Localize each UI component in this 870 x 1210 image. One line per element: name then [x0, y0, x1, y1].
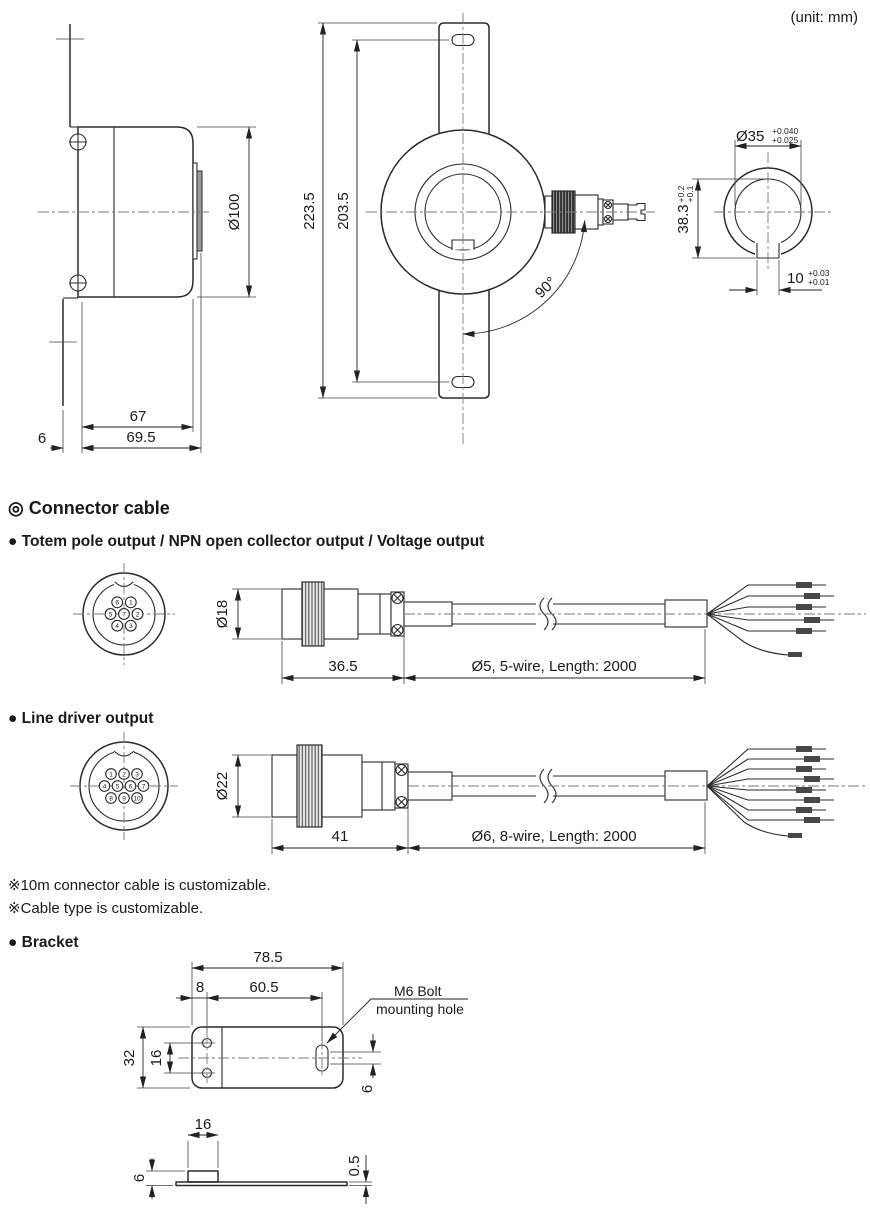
- svg-text:1: 1: [129, 600, 133, 607]
- dim-hole-pitch: 16: [148, 1050, 165, 1067]
- svg-text:9: 9: [122, 795, 126, 802]
- bracket-side-view: 16 6 0.5: [131, 1116, 372, 1204]
- key-height-tol-upper: +0.2: [676, 185, 686, 202]
- note-2: ※Cable type is customizable.: [8, 900, 203, 917]
- cable: [452, 603, 665, 625]
- dim-bracket-width: 78.5: [253, 949, 282, 966]
- dim-step-width: 16: [195, 1116, 212, 1133]
- bracket-top-view: 78.5 8 60.5 32 16 6 M6 Bolt mounting hol…: [121, 949, 468, 1093]
- svg-text:1: 1: [109, 771, 113, 778]
- encoder-front-view: 223.5 203.5 90°: [301, 13, 655, 447]
- dim-key-width: 10: [787, 270, 804, 287]
- svg-text:3: 3: [129, 623, 133, 630]
- shaft-end-detail: Ø35 +0.040 +0.025 38.3 +0.2 +0.1 10 +0.0…: [675, 126, 833, 295]
- callout-m6-line1: M6 Bolt: [394, 983, 442, 999]
- dim-totem-length: 36.5: [328, 658, 357, 675]
- dim-plate-thickness: 6: [38, 430, 46, 447]
- dim-diameter-100: Ø100: [226, 194, 243, 231]
- dim-mount-pitch: 203.5: [335, 192, 352, 230]
- totem-cable-label: Ø5, 5-wire, Length: 2000: [471, 658, 636, 675]
- totem-connector-side: Ø18 36.5 Ø5, 5-wire, Length: 2000: [214, 581, 866, 684]
- svg-text:4: 4: [103, 783, 107, 790]
- dim-ld-dia: Ø22: [214, 772, 231, 800]
- callout-m6-line2: mounting hole: [376, 1001, 464, 1017]
- dim-bracket-height: 32: [121, 1050, 138, 1067]
- dim-total-height: 223.5: [301, 192, 318, 230]
- svg-text:5: 5: [109, 611, 113, 618]
- wire-fanout-5wire: [706, 582, 834, 657]
- key-width-tol-lower: +0.01: [808, 277, 830, 287]
- line-driver-connector-face: 1 2 3 4 5 6 7 8 9 10: [70, 732, 178, 840]
- totem-pins: 1 2 3 4 5 6 7: [104, 596, 144, 632]
- dim-totem-dia: Ø18: [214, 600, 231, 628]
- dim-sheet-thickness: 0.5: [346, 1156, 363, 1177]
- svg-text:7: 7: [142, 783, 146, 790]
- dim-thickness: 6: [131, 1174, 148, 1182]
- dim-total-width: 69.5: [126, 429, 155, 446]
- totem-connector-face: 1 2 3 4 5 6 7: [73, 563, 175, 665]
- svg-text:6: 6: [129, 783, 133, 790]
- bore-tol-upper: +0.040: [772, 126, 799, 136]
- svg-text:10: 10: [133, 795, 141, 802]
- bore-tol-lower: +0.025: [772, 135, 799, 145]
- callout-leader: [326, 998, 468, 1044]
- svg-text:4: 4: [115, 623, 119, 630]
- dim-body-width: 67: [130, 408, 147, 425]
- mounting-screw-bottom: [69, 274, 87, 292]
- encoder-side-view: Ø100 67 69.5 6: [38, 24, 256, 453]
- dim-edge-to-hole: 8: [196, 979, 204, 996]
- unit-note: (unit: mm): [791, 9, 859, 26]
- line-driver-connector-side: Ø22 41 Ø6, 8-wire, Length: 2000: [214, 744, 866, 854]
- svg-text:2: 2: [122, 771, 126, 778]
- cable-sleeve: [664, 599, 708, 628]
- wire-fanout-8wire: [706, 746, 834, 838]
- section-heading-connector-cable: ◎ Connector cable: [8, 498, 170, 518]
- dim-angle: 90°: [532, 274, 560, 302]
- cable-sleeve: [664, 770, 708, 801]
- svg-text:6: 6: [115, 600, 119, 607]
- svg-text:3: 3: [135, 771, 139, 778]
- bracket-heading: ● Bracket: [8, 934, 79, 951]
- dim-ld-length: 41: [332, 828, 349, 845]
- ld-cable-label: Ø6, 8-wire, Length: 2000: [471, 828, 636, 845]
- line-driver-title: ● Line driver output: [8, 710, 153, 727]
- dim-hole-to-slot: 60.5: [249, 979, 278, 996]
- svg-text:5: 5: [116, 783, 120, 790]
- cable: [452, 775, 665, 797]
- svg-text:7: 7: [122, 611, 126, 618]
- svg-text:8: 8: [109, 795, 113, 802]
- angle-arc: [462, 220, 587, 338]
- note-1: ※10m connector cable is customizable.: [8, 877, 271, 894]
- line-driver-pins: 1 2 3 4 5 6 7 8 9 10: [98, 768, 150, 804]
- key-width-tol-upper: +0.03: [808, 268, 830, 278]
- key-height-tol-lower: +0.1: [685, 185, 695, 202]
- dim-key-height: 38.3: [675, 204, 692, 233]
- dim-bore-dia: Ø35: [736, 128, 764, 145]
- dim-slot-width: 6: [359, 1085, 376, 1093]
- totem-title: ● Totem pole output / NPN open collector…: [8, 533, 484, 550]
- mounting-screw-top: [69, 133, 87, 151]
- svg-text:2: 2: [136, 611, 140, 618]
